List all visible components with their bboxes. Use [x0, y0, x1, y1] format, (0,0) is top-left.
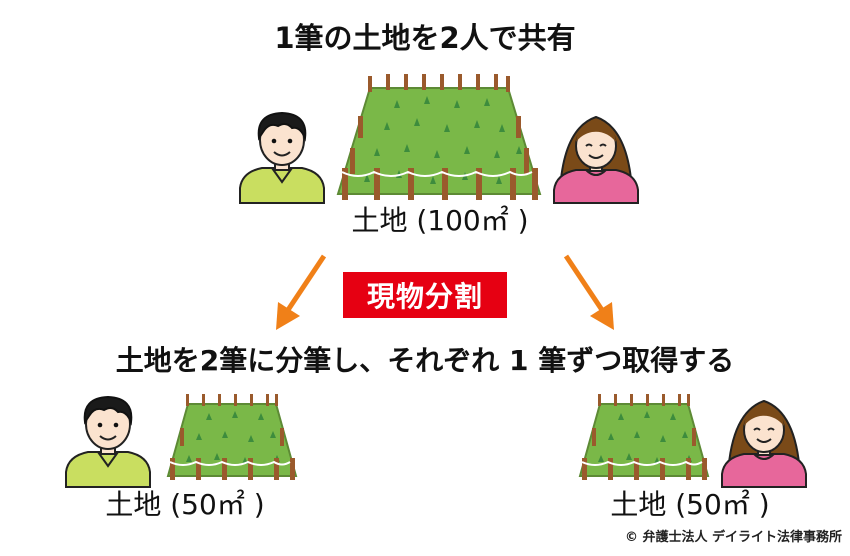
copyright-credit: © 弁護士法人 デイライト法律事務所 — [624, 530, 842, 545]
field-icon-big — [337, 73, 541, 201]
arrow-down-left-icon — [276, 254, 327, 330]
subtitle: 土地を2筆に分筆し、それぞれ 1 筆ずつ取得する — [115, 344, 735, 377]
man-icon-top — [239, 112, 325, 204]
woman-icon-bottom — [721, 400, 807, 488]
land-label-50-left: 土地 (50㎡ ) — [105, 488, 265, 521]
woman-icon-top — [553, 116, 639, 204]
field-icon-left — [167, 393, 297, 481]
division-method-badge: 現物分割 — [343, 272, 507, 318]
land-label-100: 土地 (100㎡ ) — [351, 204, 529, 237]
man-icon-bottom — [65, 396, 151, 488]
land-label-50-right: 土地 (50㎡ ) — [610, 488, 770, 521]
arrow-down-right-icon — [563, 254, 614, 330]
field-icon-right — [579, 393, 709, 481]
diagram-title: 1筆の土地を2人で共有 — [274, 21, 576, 55]
